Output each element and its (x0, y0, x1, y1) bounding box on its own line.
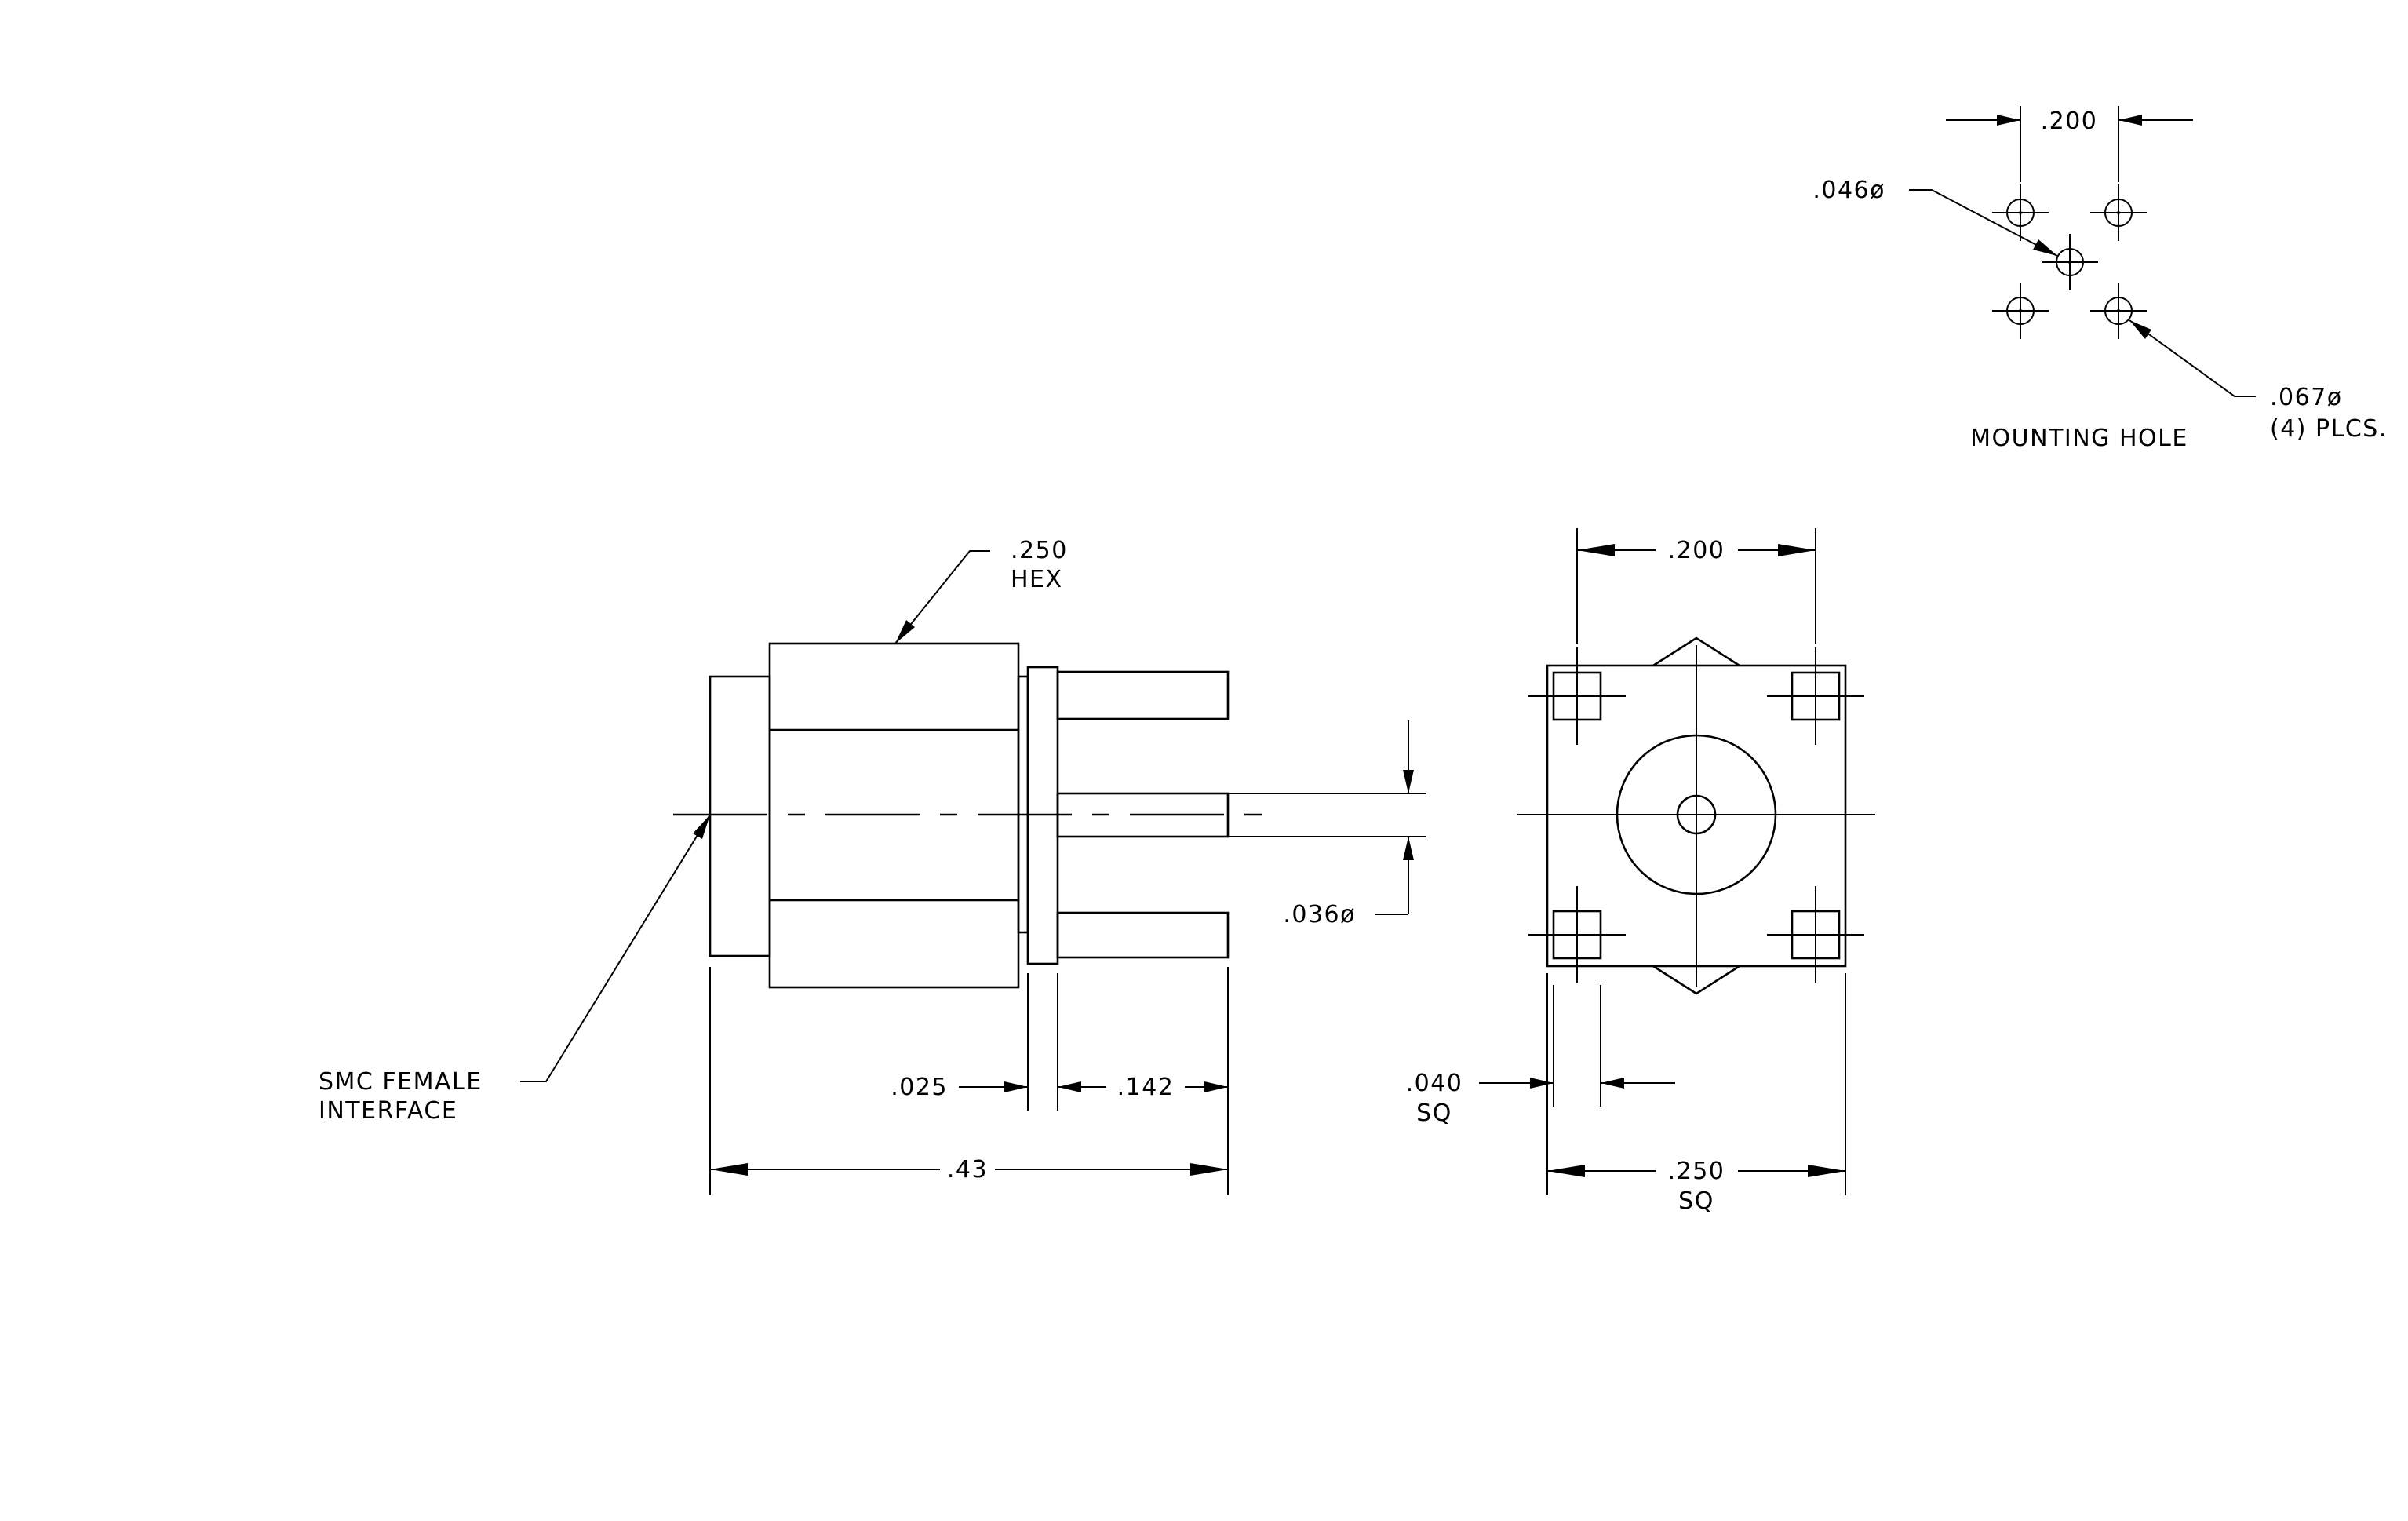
hex-label: HEX (1011, 566, 1063, 593)
ground-pin-bottom (1056, 911, 1230, 959)
square-pin-top-left (1528, 647, 1626, 745)
end-view: .200 .040 SQ .250 SQ (1406, 528, 1875, 1215)
mounting-hole-title: MOUNTING HOLE (1970, 425, 2188, 452)
interface-label-line1: SMC FEMALE (319, 1068, 483, 1096)
square-pin-top-right (1767, 647, 1864, 745)
mounting-spacing-dimension: .200 (1946, 106, 2193, 182)
center-hole-diameter-label: .046ø (1812, 177, 1885, 204)
overall-length-dimension: .43 (710, 1156, 1228, 1184)
square-pin-bottom-left (1528, 886, 1626, 983)
mounting-hole-pattern: .200 .046ø .067ø (4) PLCS. MOUNTING HOLE (1812, 106, 2388, 452)
pin-hole-count-label: (4) PLCS. (2270, 415, 2388, 443)
pin-size-dimension: .040 SQ (1406, 985, 1675, 1127)
pin-hole-diameter-label: .067ø (2270, 384, 2343, 411)
flange-step (1017, 675, 1029, 934)
pin-length-label: .142 (1117, 1074, 1175, 1101)
center-hole (2041, 233, 2099, 291)
pin-spacing-label: .200 (1668, 537, 1725, 564)
side-view: .250 HEX SMC FEMALE INTERFACE .036ø (319, 537, 1426, 1195)
hex-point-top (1652, 636, 1740, 667)
overall-length-label: .43 (947, 1156, 988, 1184)
pin-hole-bottom-left (1991, 282, 2049, 340)
hex-point-bottom (1652, 965, 1740, 995)
body-size-suffix: SQ (1678, 1187, 1714, 1215)
interface-label-line2: INTERFACE (319, 1097, 457, 1125)
body-size-dimension: .250 SQ (1546, 973, 1846, 1215)
interface-leader: SMC FEMALE INTERFACE (319, 814, 711, 1125)
pin-diameter-dimension: .036ø (1283, 720, 1414, 928)
ground-pin-top (1056, 670, 1230, 720)
pin-spacing-dimension: .200 (1576, 528, 1816, 644)
interface-body (709, 675, 771, 957)
flange-thickness-dimension: .025 (891, 1074, 1028, 1101)
pin-hole-top-left (1991, 184, 2049, 242)
pin-hole-top-right (2089, 184, 2148, 242)
pin-diameter-label: .036ø (1283, 901, 1356, 928)
center-hole-leader: .046ø (1812, 177, 2058, 257)
pin-size-label: .040 (1406, 1070, 1463, 1097)
hex-leader: .250 HEX (894, 537, 1068, 644)
body-size-label: .250 (1668, 1158, 1725, 1185)
pin-size-suffix: SQ (1416, 1100, 1452, 1127)
mounting-spacing-label: .200 (2041, 108, 2098, 135)
flange-thickness-label: .025 (891, 1074, 948, 1101)
square-pin-bottom-right (1767, 886, 1864, 983)
pin-hole-leader: .067ø (4) PLCS. (2129, 319, 2388, 443)
hex-size-label: .250 (1011, 537, 1068, 564)
pin-length-dimension: .142 (1058, 1074, 1228, 1101)
